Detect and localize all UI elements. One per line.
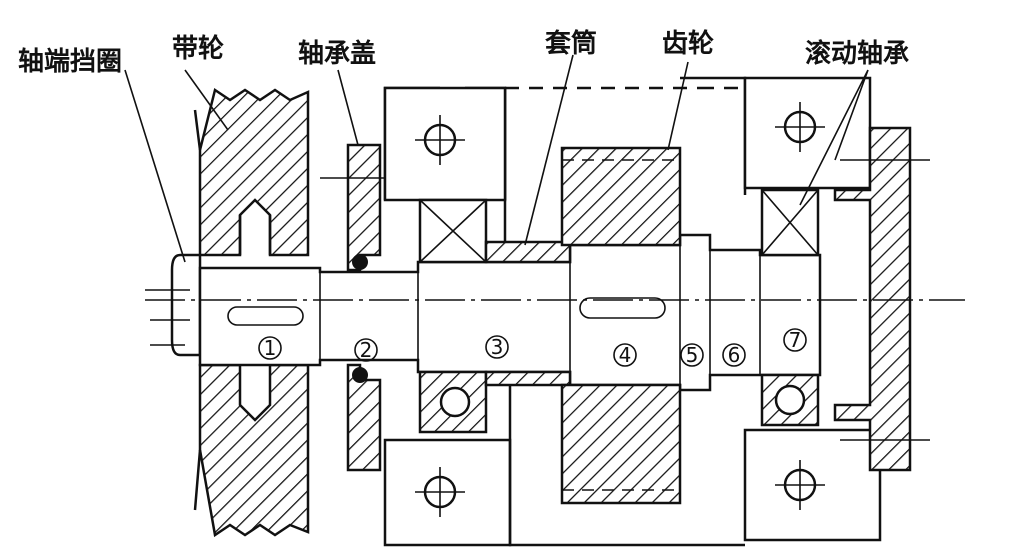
bolt-hole-icon: [415, 467, 465, 517]
sleeve-bottom: [484, 370, 572, 387]
segment-number: 3: [485, 335, 509, 359]
housing-top-left-block: [383, 86, 507, 202]
housing: [383, 76, 912, 547]
label-sleeve: 套筒: [545, 28, 597, 59]
label-bearing-cap: 轴承盖: [298, 38, 376, 69]
segment-number: 7: [783, 328, 807, 352]
svg-text:5: 5: [686, 343, 699, 367]
keyway-pulley: [227, 306, 304, 326]
segment-number: 2: [354, 338, 378, 362]
label-rolling-bearing: 滚动轴承: [805, 38, 909, 69]
bolt-holes: [415, 102, 825, 517]
dimension-ticks: [145, 159, 930, 441]
keyway-gear: [579, 297, 666, 319]
seal-bottom: [352, 367, 368, 383]
seal-top: [352, 254, 368, 270]
svg-text:6: 6: [728, 343, 741, 367]
svg-text:4: 4: [619, 343, 632, 367]
shaft-end-retainer: [170, 253, 202, 357]
gear: [560, 146, 682, 505]
svg-text:2: 2: [360, 338, 373, 362]
label-pulley: 带轮: [172, 34, 224, 64]
sleeve: [484, 240, 572, 264]
segment-number: 1: [258, 336, 282, 360]
right-bearing-cap: [833, 126, 912, 472]
bolt-hole-icon: [775, 102, 825, 152]
pulley: [193, 87, 310, 538]
segment-number: 6: [722, 343, 746, 367]
svg-text:1: 1: [264, 336, 277, 360]
segment-number: 5: [680, 343, 704, 367]
housing-top-right-block: [743, 76, 872, 190]
left-rolling-bearing: [418, 198, 488, 434]
segment-number: 4: [613, 343, 637, 367]
bolt-hole-icon: [415, 115, 465, 165]
label-gear: 齿轮: [662, 29, 714, 59]
label-shaft-end-retainer: 轴端挡圈: [18, 47, 122, 77]
leader-lines: [124, 54, 869, 263]
svg-text:7: 7: [789, 328, 802, 352]
bolt-hole-icon: [775, 460, 825, 510]
right-rolling-bearing: [760, 188, 820, 427]
svg-text:3: 3: [491, 335, 504, 359]
